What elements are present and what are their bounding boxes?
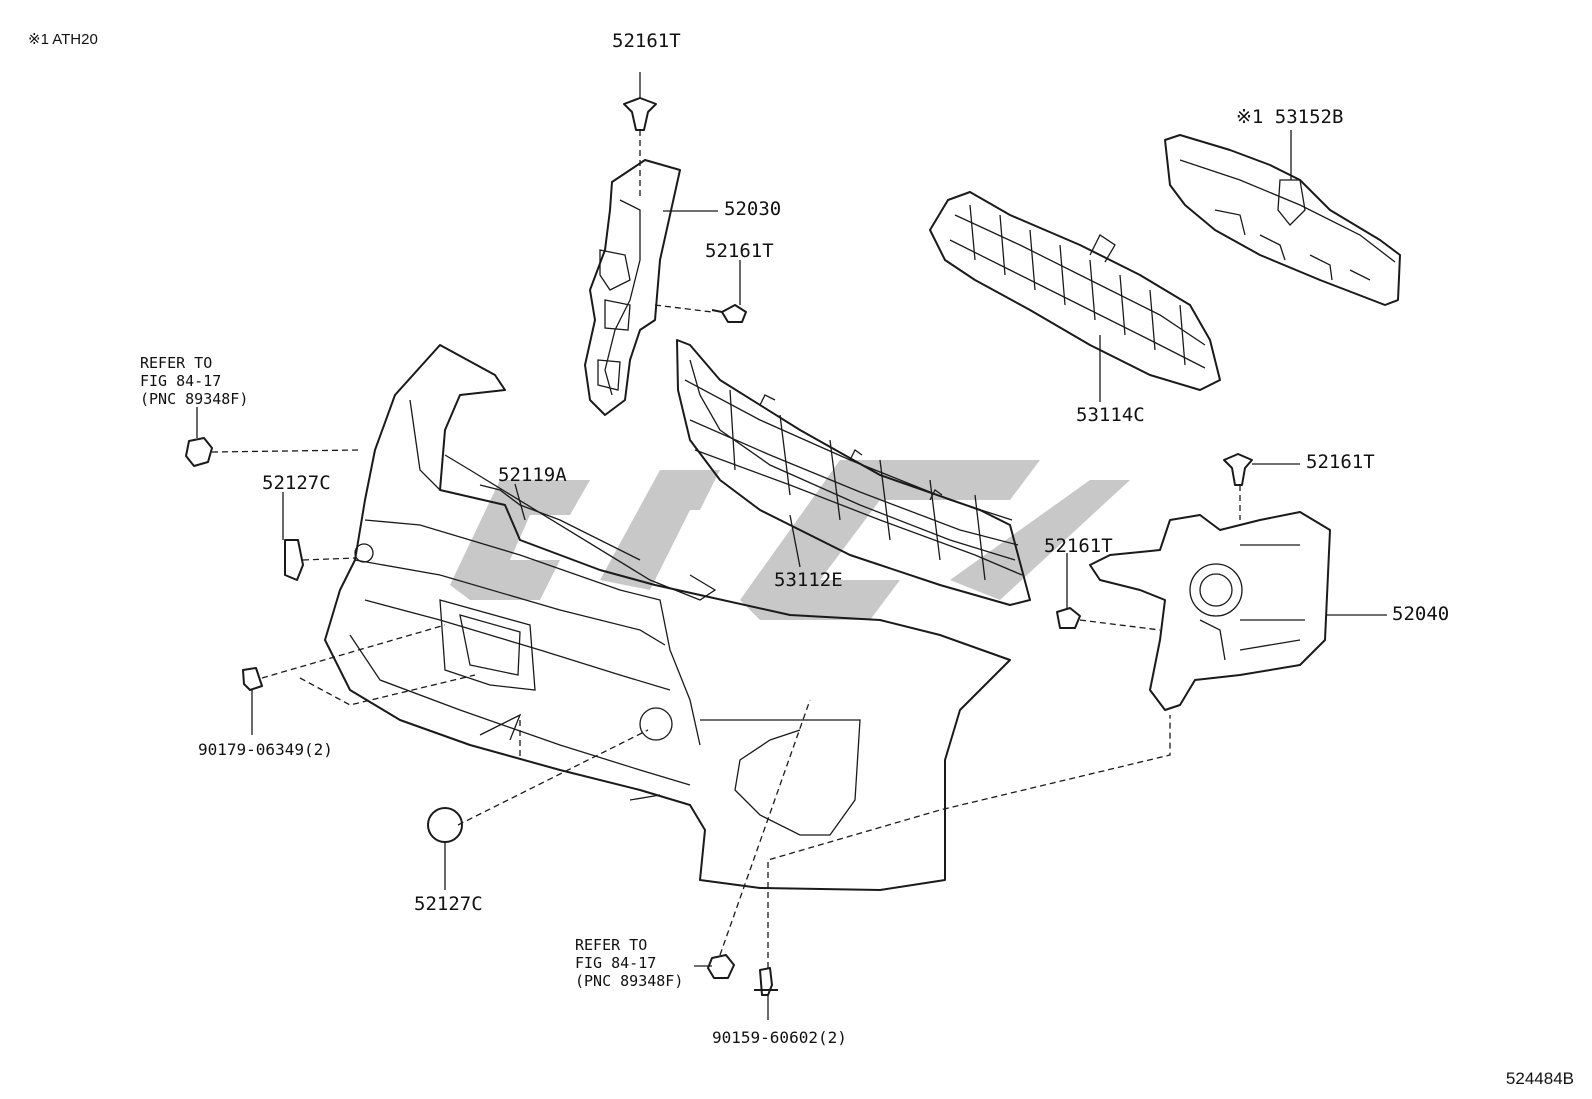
label-bracket-left: 52030 xyxy=(724,198,782,220)
label-clip-right-top: 52161T xyxy=(1306,451,1375,473)
diagram-id: 524484B xyxy=(1505,1069,1574,1088)
clip-right-mid-fastener xyxy=(1056,607,1081,629)
watermark-logo xyxy=(450,460,1130,620)
clip-right-top-fastener xyxy=(1223,453,1253,486)
label-cap-lower: 52127C xyxy=(414,893,483,915)
label-cap-left: 52127C xyxy=(262,472,331,494)
nut-fastener xyxy=(242,667,263,691)
label-bumper-cover: 52119A xyxy=(498,464,567,486)
cap-left-fastener xyxy=(284,539,304,581)
screw-fastener xyxy=(754,967,778,996)
label-refer-lower: REFER TO FIG 84-17 (PNC 89348F) xyxy=(575,936,684,990)
grille-support-part xyxy=(1164,134,1401,306)
label-clip-mid: 52161T xyxy=(705,240,774,262)
pushclip-upper-fastener xyxy=(185,437,213,467)
retainer-center-part xyxy=(929,191,1221,391)
label-refer-upper: REFER TO FIG 84-17 (PNC 89348F) xyxy=(140,354,249,408)
applicability-note: ※1 ATH20 xyxy=(28,31,98,48)
lower-grille-part xyxy=(676,339,1031,606)
leader-lines xyxy=(196,72,1387,1020)
bracket-left-part xyxy=(584,159,681,416)
label-clip-right-mid: 52161T xyxy=(1044,535,1113,557)
assembly-dashed-lines xyxy=(211,130,1241,968)
label-screw: 90159-60602(2) xyxy=(712,1028,847,1047)
clip-top-fastener xyxy=(623,97,657,131)
cap-lower-fastener xyxy=(427,807,463,843)
label-lower-grille: 53112E xyxy=(774,569,843,591)
label-bracket-right: 52040 xyxy=(1392,603,1450,625)
label-clip-top: 52161T xyxy=(612,30,681,52)
clip-mid-fastener xyxy=(711,304,747,323)
label-retainer-center: 53114C xyxy=(1076,404,1145,426)
label-nut: 90179-06349(2) xyxy=(198,740,333,759)
label-grille-support: ※1 53152B xyxy=(1236,106,1344,128)
bracket-right-part xyxy=(1089,511,1331,711)
pushclip-lower-fastener xyxy=(707,954,735,979)
bumper-cover-part xyxy=(324,344,1011,891)
